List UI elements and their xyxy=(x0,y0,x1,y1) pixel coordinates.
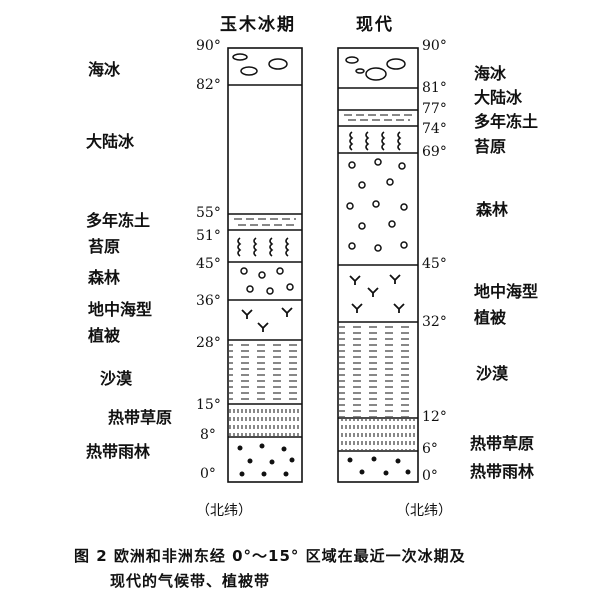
modern-degree-90: 90° xyxy=(422,38,447,54)
glacial-zone-tundra: 苔原 xyxy=(88,237,121,256)
modern-degree-32: 32° xyxy=(422,314,447,330)
glacial-degree-28: 28° xyxy=(196,335,221,351)
modern-column xyxy=(337,47,419,483)
glacial-zone-continental-ice: 大陆冰 xyxy=(86,132,135,151)
modern-degree-45: 45° xyxy=(422,256,447,272)
modern-zone-tundra: 苔原 xyxy=(474,137,507,156)
modern-desert-pattern xyxy=(339,323,417,417)
glacial-column xyxy=(227,47,303,483)
glacial-title: 玉木冰期 xyxy=(220,15,296,35)
modern-degree-0: 0° xyxy=(422,468,438,484)
modern-title: 现代 xyxy=(356,15,394,35)
modern-zone-continental-ice: 大陆冰 xyxy=(474,88,523,107)
figure-caption-line2: 现代的气候带、植被带 xyxy=(110,572,271,590)
modern-degree-12: 12° xyxy=(422,409,447,425)
modern-permafrost-pattern xyxy=(344,114,412,121)
glacial-degree-0: 0° xyxy=(200,466,216,482)
glacial-column-frame xyxy=(227,47,303,483)
modern-zone-rainforest: 热带雨林 xyxy=(470,462,535,481)
glacial-degree-36: 36° xyxy=(196,293,221,309)
glacial-zone-desert: 沙漠 xyxy=(100,369,133,388)
glacial-tundra-pattern xyxy=(237,237,290,257)
figure-caption-line1: 图 2 欧洲和非洲东经 0°～15° 区域在最近一次冰期及 xyxy=(74,547,466,565)
modern-degree-6: 6° xyxy=(422,441,438,457)
modern-degree-69: 69° xyxy=(422,144,447,160)
glacial-degree-90: 90° xyxy=(196,38,221,54)
glacial-mediterranean-pattern xyxy=(241,307,293,332)
glacial-degree-82: 82° xyxy=(196,77,221,93)
glacial-zone-forest: 森林 xyxy=(88,268,121,287)
glacial-degree-55: 55° xyxy=(196,205,221,221)
modern-zone-desert: 沙漠 xyxy=(476,364,509,383)
glacial-savanna-pattern xyxy=(229,405,301,436)
latitude-note-left: （北纬） xyxy=(196,503,252,519)
modern-zone-forest: 森林 xyxy=(476,200,509,219)
modern-tundra-pattern xyxy=(349,131,402,151)
glacial-sea-ice-pattern xyxy=(232,53,288,76)
glacial-rainforest-pattern xyxy=(237,443,295,477)
modern-rainforest-pattern xyxy=(347,456,411,476)
glacial-degree-8: 8° xyxy=(200,427,216,443)
modern-zone-vegetation: 植被 xyxy=(474,308,507,327)
modern-degree-74: 74° xyxy=(422,121,447,137)
glacial-zone-savanna: 热带草原 xyxy=(108,408,173,427)
glacial-degree-15: 15° xyxy=(196,397,221,413)
modern-savanna-pattern xyxy=(339,419,417,450)
glacial-desert-pattern xyxy=(229,341,301,403)
modern-zone-mediterranean: 地中海型 xyxy=(474,282,539,301)
glacial-zone-sea-ice: 海冰 xyxy=(88,60,121,79)
glacial-zone-vegetation: 植被 xyxy=(88,326,121,345)
modern-forest-pattern xyxy=(346,158,408,252)
modern-sea-ice-pattern xyxy=(345,56,406,81)
glacial-zone-rainforest: 热带雨林 xyxy=(86,442,151,461)
modern-zone-sea-ice: 海冰 xyxy=(474,64,507,83)
modern-mediterranean-pattern xyxy=(349,274,405,313)
glacial-zone-permafrost: 多年冻土 xyxy=(86,211,151,230)
glacial-forest-pattern xyxy=(240,267,294,295)
glacial-degree-51: 51° xyxy=(196,228,221,244)
modern-zone-savanna: 热带草原 xyxy=(470,434,535,453)
glacial-degree-45: 45° xyxy=(196,256,221,272)
modern-degree-77: 77° xyxy=(422,101,447,117)
modern-degree-81: 81° xyxy=(422,80,447,96)
glacial-permafrost-pattern xyxy=(234,218,296,226)
glacial-zone-mediterranean: 地中海型 xyxy=(88,300,153,319)
latitude-note-right: （北纬） xyxy=(396,503,452,519)
modern-zone-permafrost: 多年冻土 xyxy=(474,112,539,131)
